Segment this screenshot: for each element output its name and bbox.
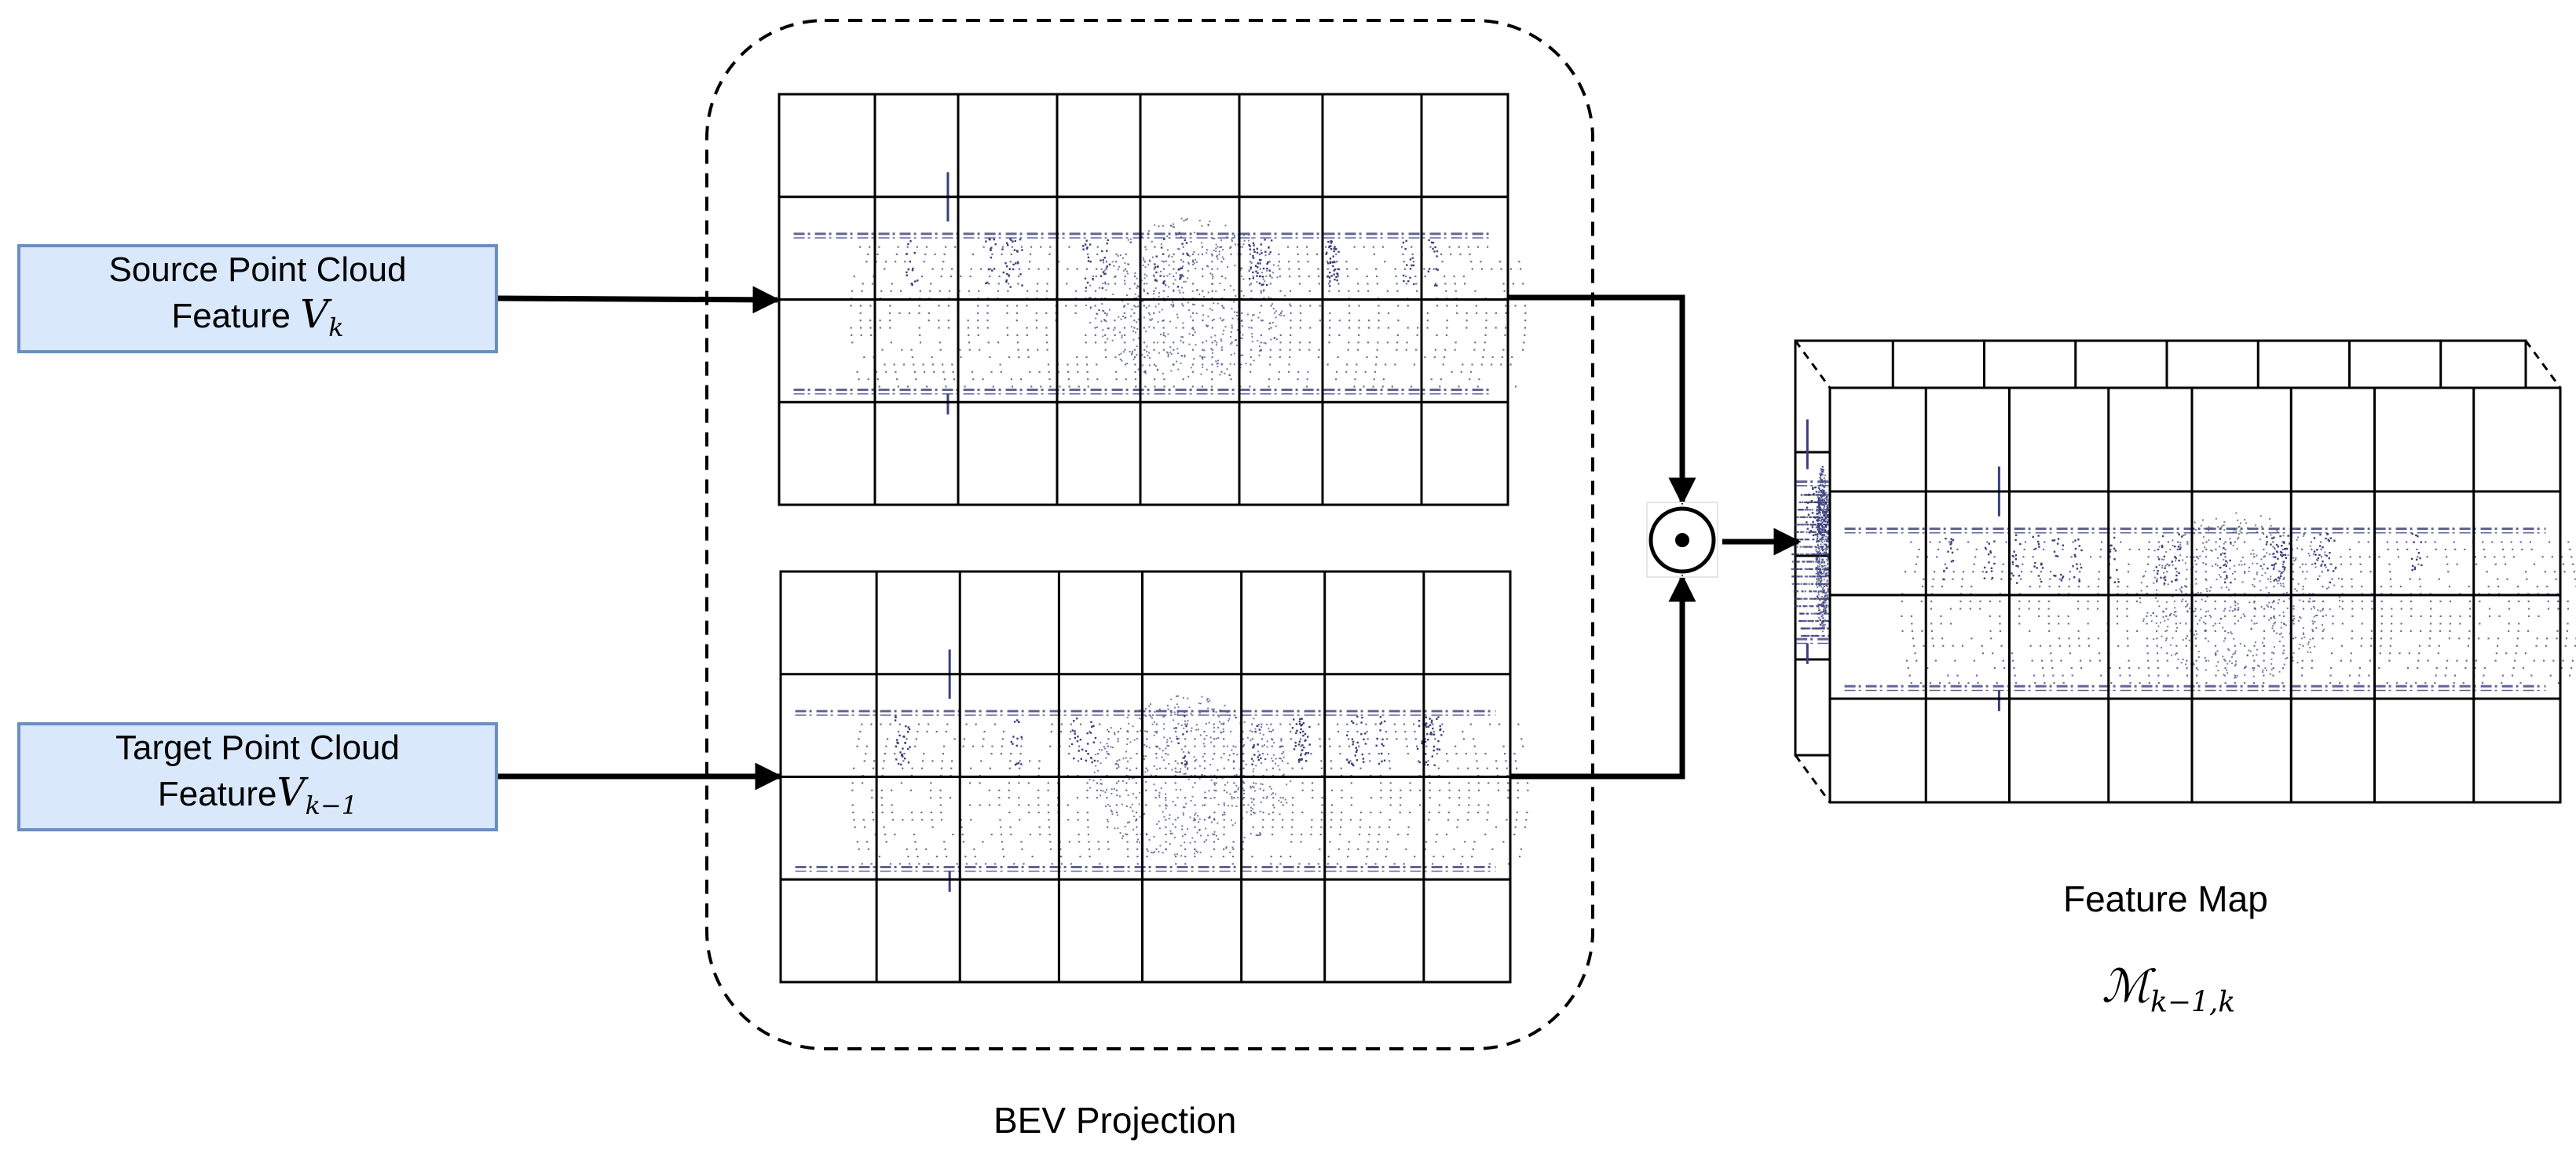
bev-projection-container [705, 19, 1594, 1050]
target-symbol-letter: V [276, 769, 306, 815]
bev-grid-target [779, 570, 1529, 984]
arrow-target-bev-to-operator [1510, 574, 1696, 780]
hadamard-operator-icon [1646, 502, 1718, 578]
source-box-feature-text: Feature [171, 297, 301, 335]
target-symbol-subscript: k−1 [305, 791, 358, 820]
source-box-line2: Feature Vk [171, 292, 343, 349]
feature-map-caption: Feature Map [2063, 878, 2268, 919]
target-box-line2: FeatureVk−1 [158, 770, 357, 827]
feature-map-volume [1791, 339, 2576, 804]
feature-map-symbol-letter: ℳ [2102, 959, 2151, 1013]
bev-projection-caption: BEV Projection [993, 1100, 1237, 1141]
bev-target-point-cloud [795, 649, 1529, 892]
feature-map-front-grid-lines [1828, 386, 2562, 804]
target-box-feature-text: Feature [157, 775, 277, 813]
feature-map-symbol-subscript: k−1,k [2150, 986, 2236, 1019]
target-box-line1: Target Point Cloud [115, 729, 400, 767]
arrow-source-to-bev [496, 286, 781, 314]
source-symbol-letter: V [300, 291, 329, 337]
bev-grid-source [778, 93, 1527, 506]
feature-map-depth-edges [1794, 340, 2562, 803]
feature-map-front-face [1828, 386, 2576, 804]
target-point-cloud-box: Target Point Cloud FeatureVk−1 [17, 722, 498, 831]
target-symbol: Vk−1 [276, 769, 357, 820]
feature-map-symbol: ℳk−1,k [2102, 959, 2235, 1019]
arrow-source-bev-to-operator [1508, 294, 1696, 506]
source-symbol: Vk [300, 291, 344, 342]
source-box-line1: Source Point Cloud [108, 250, 407, 289]
feature-map-front-point-cloud [1844, 466, 2576, 711]
source-symbol-subscript: k [328, 312, 344, 342]
source-point-cloud-box: Source Point Cloud Feature Vk [17, 244, 498, 353]
